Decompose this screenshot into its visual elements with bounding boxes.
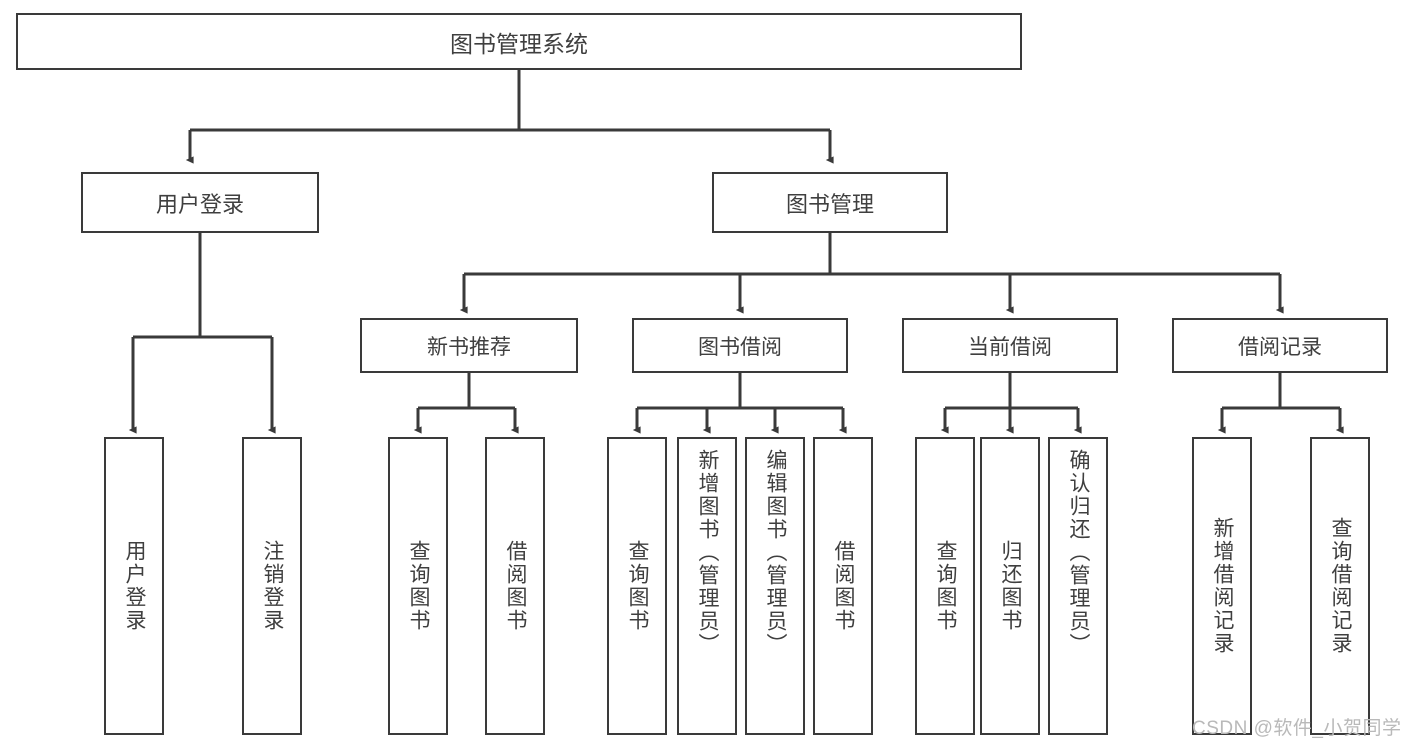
leaf-borrow-query-book[interactable]: 查询图书 [607,437,667,735]
node-label: 图书管理系统 [450,30,588,57]
node-user-login[interactable]: 用户登录 [81,172,319,233]
node-label: 新增图书（管理员） [695,449,719,656]
node-label: 图书管理 [785,191,874,217]
node-label: 查询图书 [933,540,957,632]
node-label: 确认归还（管理员） [1066,449,1090,656]
leaf-user-login-signout[interactable]: 注销登录 [242,437,302,735]
node-current-borrow[interactable]: 当前借阅 [902,318,1118,373]
leaf-borrow-borrow-book[interactable]: 借阅图书 [813,437,873,735]
leaf-recommend-borrow-book[interactable]: 借阅图书 [485,437,545,735]
node-root-system[interactable]: 图书管理系统 [16,13,1022,70]
node-label: 查询图书 [625,540,649,632]
node-label: 编辑图书（管理员） [763,449,787,656]
leaf-current-query-book[interactable]: 查询图书 [915,437,975,735]
node-borrow-record[interactable]: 借阅记录 [1172,318,1388,373]
node-label: 注销登录 [260,540,284,632]
node-label: 借阅图书 [831,540,855,632]
leaf-current-confirm-return-admin[interactable]: 确认归还（管理员） [1048,437,1108,735]
node-label: 借阅记录 [1238,335,1322,359]
node-label: 新增借阅记录 [1210,517,1234,655]
node-label: 借阅图书 [503,540,527,632]
node-new-book-recommend[interactable]: 新书推荐 [360,318,578,373]
node-label: 归还图书 [998,540,1022,632]
leaf-record-add-record[interactable]: 新增借阅记录 [1192,437,1252,735]
node-label: 新书推荐 [427,335,511,359]
leaf-current-return-book[interactable]: 归还图书 [980,437,1040,735]
node-label: 用户登录 [122,540,146,632]
node-book-management[interactable]: 图书管理 [712,172,948,233]
node-label: 查询借阅记录 [1328,517,1352,655]
leaf-borrow-add-book-admin[interactable]: 新增图书（管理员） [677,437,737,735]
watermark: CSDN @软件_小贺同学 [1192,718,1402,739]
node-book-borrow[interactable]: 图书借阅 [632,318,848,373]
leaf-record-query-record[interactable]: 查询借阅记录 [1310,437,1370,735]
leaf-recommend-query-book[interactable]: 查询图书 [388,437,448,735]
node-label: 当前借阅 [968,335,1052,359]
leaf-borrow-edit-book-admin[interactable]: 编辑图书（管理员） [745,437,805,735]
node-label: 用户登录 [155,191,244,217]
node-label: 图书借阅 [698,335,782,359]
node-label: 查询图书 [406,540,430,632]
leaf-user-login-signin[interactable]: 用户登录 [104,437,164,735]
